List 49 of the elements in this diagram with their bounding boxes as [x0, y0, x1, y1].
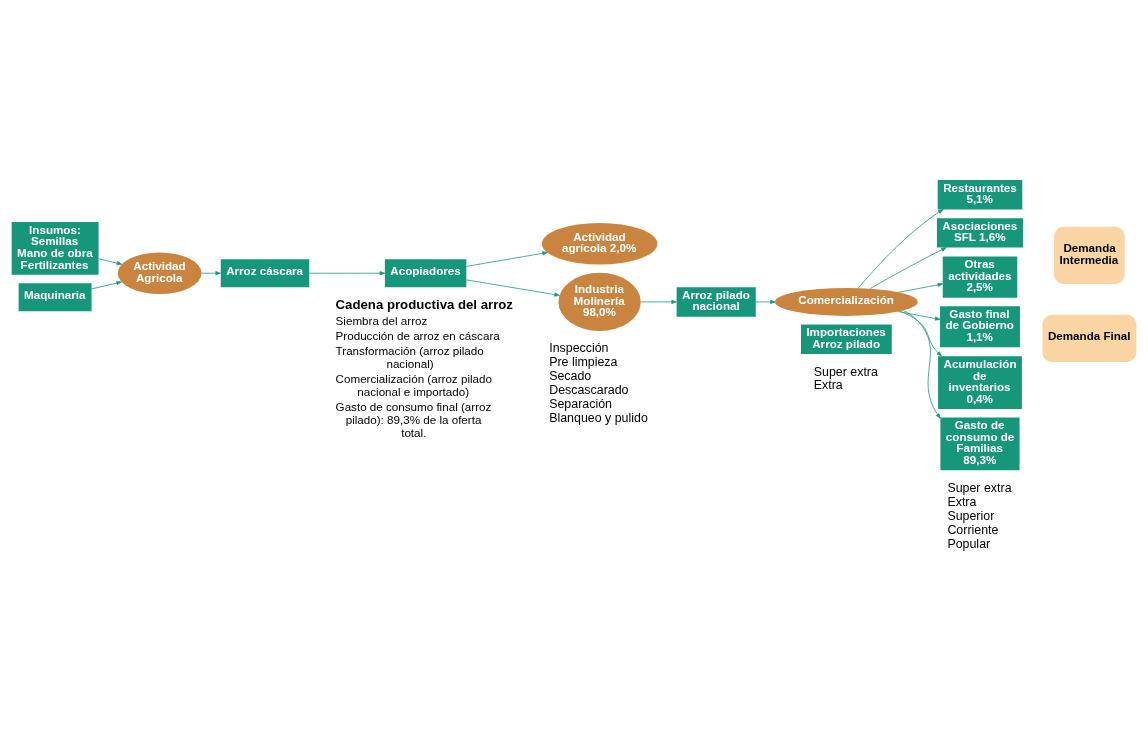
arrow: [869, 247, 947, 289]
node-label: Inspección: [549, 341, 609, 356]
node-box: Importaciones Arroz pilado: [800, 324, 892, 354]
node-box: Restaurantes 5,1%: [937, 180, 1023, 210]
arrow: [308, 271, 386, 276]
arrow: [466, 279, 560, 297]
label: Producción de arroz en cáscara: [335, 328, 500, 342]
arrow: [897, 282, 943, 293]
arrow: [897, 311, 941, 321]
node-label: Super extra: [947, 480, 1012, 495]
arrow: [466, 251, 548, 267]
node-label: Extra: [947, 494, 977, 509]
node-label: Pre limpieza: [549, 355, 618, 370]
arrow: [755, 299, 776, 304]
node-box: Maquinaria: [18, 283, 92, 312]
label: Siembra del arroz: [335, 314, 428, 328]
arrow: [903, 310, 941, 419]
label: Transformación (arroz pilado nacional): [335, 343, 484, 370]
arrow: [899, 310, 942, 357]
arrow: [98, 258, 123, 266]
node-box: Demanda Final: [1042, 314, 1137, 363]
node-box: Otras actividades 2,5%: [942, 256, 1018, 298]
node-ellipse: Industria Molinería 98,0%: [558, 272, 641, 331]
node-box: Arroz pilado nacional: [676, 287, 756, 317]
node-box: Acumulación de inventarios 0,4%: [938, 356, 1022, 409]
node-label: Blanqueo y pulido: [549, 411, 648, 426]
node-label: Extra: [813, 378, 843, 393]
label: Comercialización (arroz pilado nacional e importado): [335, 371, 492, 398]
node-box: Gasto de consumo de Familias 89,3%: [940, 417, 1020, 471]
node-label: Popular: [947, 536, 991, 551]
arrow: [640, 299, 677, 304]
node-label: Super extra: [813, 364, 878, 379]
node-box: Demanda Intermedia: [1054, 226, 1125, 285]
node-ellipse: Comercialización: [775, 287, 918, 316]
node-box: Arroz cáscara: [220, 259, 310, 288]
node-box: Gasto final de Gobierno 1,1%: [940, 306, 1020, 348]
node-box: Acopiadores: [384, 259, 467, 288]
label: Gasto de consumo final (arroz pilado): 89,3% de la oferta total.: [335, 399, 492, 439]
label: Cadena productiva del arroz: [335, 297, 513, 313]
node-label: Descascarado: [549, 383, 629, 398]
arrow: [857, 209, 944, 289]
node-label: Secado: [549, 369, 592, 384]
arrow: [91, 281, 122, 290]
node-label: Corriente: [947, 522, 999, 537]
arrow: [201, 271, 221, 276]
node-label: Superior: [947, 508, 995, 523]
node-label: Separación: [549, 397, 612, 412]
node-box: Asociaciones SFL 1,6%: [936, 218, 1024, 248]
node-box: Insumos: Semillas Mano de obra Fertilizantes: [11, 222, 99, 275]
